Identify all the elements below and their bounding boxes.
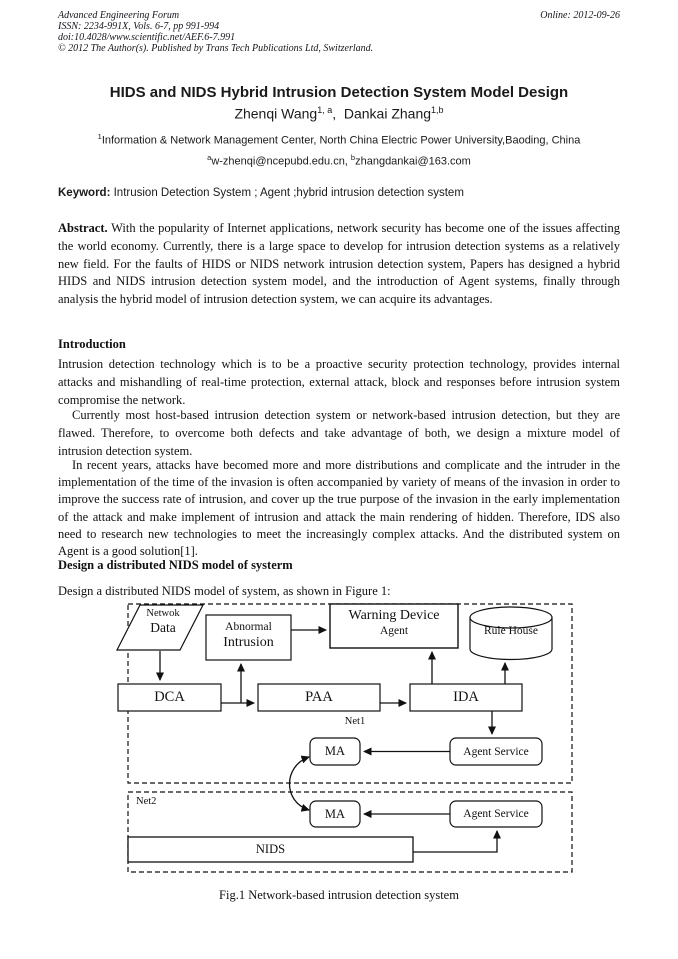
journal-name: Advanced Engineering Forum xyxy=(58,10,180,21)
rule-house-cylinder-top xyxy=(469,606,553,629)
net2-label: Net2 xyxy=(136,796,157,807)
online-date: Online: 2012-09-26 xyxy=(540,10,620,21)
design-section-heading: Design a distributed NIDS model of syste… xyxy=(58,558,293,572)
ma1-shape xyxy=(309,737,361,766)
introduction-paragraph-2: Currently most host-based intrusion dete… xyxy=(58,408,620,458)
dca-node: DCA xyxy=(154,689,185,705)
emails-line: aw-zhenqi@ncepubd.edu.cn, bzhangdankai@1… xyxy=(0,153,678,168)
dca-shape xyxy=(117,683,222,712)
ma2-shape xyxy=(309,800,361,828)
nids-node: NIDS xyxy=(255,842,286,856)
affiliation-superscript: 1 xyxy=(97,132,102,141)
author-1: Zhenqi Wang xyxy=(234,105,318,122)
introduction-paragraph-1: Intrusion detection technology which is … xyxy=(58,357,620,407)
agent-service2-node: Agent Service xyxy=(463,808,529,820)
author-separator: , xyxy=(332,105,344,122)
doi-line: doi:10.4028/www.scientific.net/AEF.6-7.9… xyxy=(58,32,236,43)
abnormal-intrusion-node: Abnormal Intrusion xyxy=(206,620,291,651)
ma1-node: MA xyxy=(324,744,346,758)
author-1-superscript: 1, a xyxy=(317,105,333,115)
author-2-superscript: 1,b xyxy=(431,105,444,115)
keyword-text: Intrusion Detection System ; Agent ;hybr… xyxy=(113,187,464,199)
introduction-heading: Introduction xyxy=(58,337,126,351)
agent-service1-node: Agent Service xyxy=(463,745,529,758)
warning-device-node: Warning Device Agent xyxy=(330,607,458,638)
net2-region xyxy=(127,791,573,873)
abnormal-intrusion-shape xyxy=(205,614,292,661)
ma2-node: MA xyxy=(324,806,346,821)
figure1-diagram xyxy=(116,603,573,873)
journal-header: Advanced Engineering Forum ISSN: 2234-99… xyxy=(58,10,478,54)
network-data-label-1: Netwok xyxy=(146,608,180,619)
email-a-superscript: a xyxy=(207,153,212,162)
net1-label: Net1 xyxy=(344,716,366,727)
email-b: zhangdankai@163.com xyxy=(355,155,471,168)
warning-device-shape xyxy=(329,603,459,649)
warning-device-label-1: Warning Device xyxy=(348,608,440,623)
ida-node: IDA xyxy=(453,689,479,705)
author-2: Dankai Zhang xyxy=(343,105,432,122)
network-data-node: Netwok Data xyxy=(125,607,201,635)
keyword-line: Keyword: Intrusion Detection System ; Ag… xyxy=(58,187,623,199)
paa-node: PAA xyxy=(305,689,333,705)
abnormal-label-1: Abnormal xyxy=(225,621,272,633)
introduction-paragraph-3: In recent years, attacks have becomed mo… xyxy=(58,458,620,559)
issn-line: ISSN: 2234-991X, Vols. 6-7, pp 991-994 xyxy=(58,21,220,32)
abstract-paragraph: Abstract. With the popularity of Interne… xyxy=(58,220,620,309)
rule-house-node: Rule House xyxy=(484,625,538,637)
rule-house-cylinder xyxy=(469,617,553,661)
copyright-line: © 2012 The Author(s). Published by Trans… xyxy=(58,43,374,54)
affiliation-line: 1Information & Network Management Center… xyxy=(0,132,678,147)
design-section-text: Design a distributed NIDS model of syste… xyxy=(58,584,391,598)
keyword-label: Keyword: xyxy=(58,187,111,199)
page-title: HIDS and NIDS Hybrid Intrusion Detection… xyxy=(109,84,569,101)
ida-shape xyxy=(409,683,523,712)
arrow-ma1-ma2-link xyxy=(288,755,310,812)
nids-shape xyxy=(127,836,414,863)
authors-line: Zhenqi Wang1, a, Dankai Zhang1,b xyxy=(0,105,678,122)
abstract-text: With the popularity of Internet applicat… xyxy=(58,221,621,307)
email-b-superscript: b xyxy=(350,153,356,162)
network-data-shape xyxy=(116,604,204,651)
abnormal-label-2: Intrusion xyxy=(223,635,274,650)
affiliation-text: Information & Network Management Center,… xyxy=(101,134,581,147)
arrow-nids-to-agentservice2 xyxy=(413,830,501,853)
network-data-label-2: Data xyxy=(150,620,176,635)
figure-caption: Fig.1 Network-based intrusion detection … xyxy=(219,888,459,902)
email-a: w-zhenqi@ncepubd.edu.cn, xyxy=(211,155,351,168)
paa-shape xyxy=(257,683,381,712)
abstract-label: Abstract. xyxy=(58,221,108,235)
warning-device-label-2: Agent xyxy=(379,625,409,637)
